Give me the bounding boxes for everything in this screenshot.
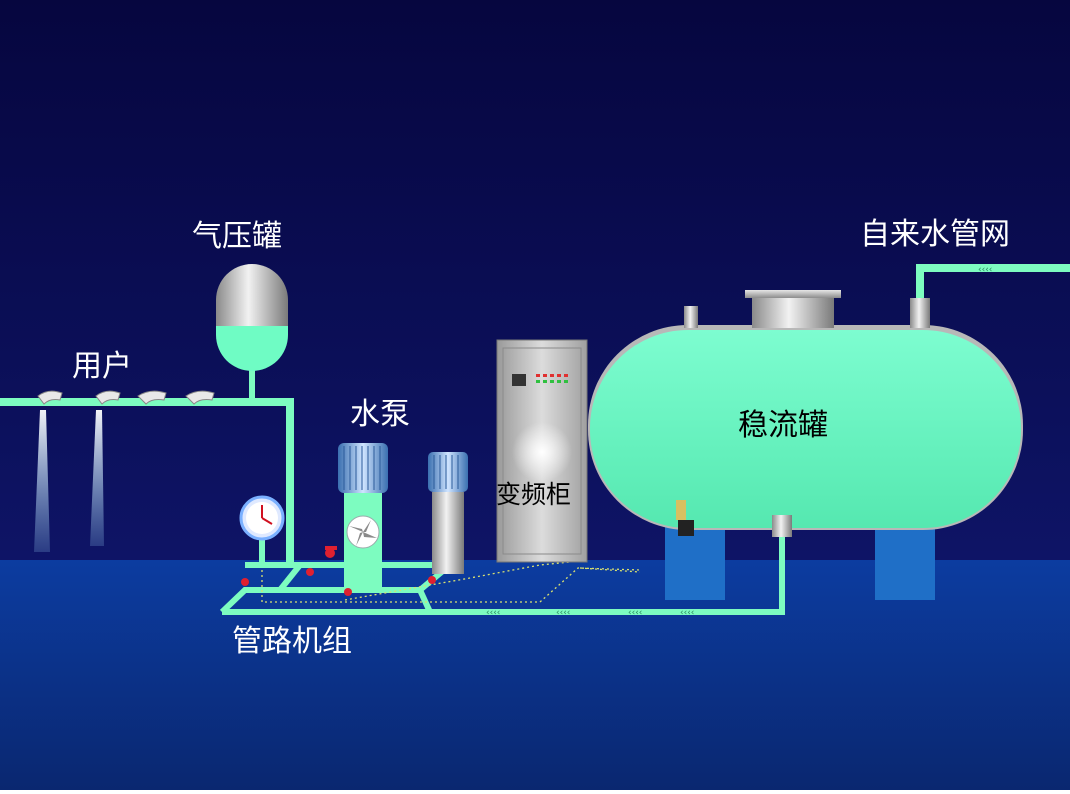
svg-text:‹‹‹‹: ‹‹‹‹	[556, 608, 570, 618]
svg-text:‹‹‹‹: ‹‹‹‹	[978, 265, 992, 275]
water-pump-2	[428, 452, 468, 574]
water-stream-1	[34, 410, 50, 552]
stabilizer-tank	[588, 290, 1023, 537]
faucets	[37, 390, 215, 405]
pressure-tank	[216, 264, 288, 371]
city-water-pipe	[916, 264, 1070, 300]
tank-support-left	[665, 520, 725, 600]
pressure-gauge	[239, 495, 285, 568]
water-stream-2	[90, 410, 104, 546]
tank-support-right	[875, 520, 935, 600]
valves	[241, 546, 436, 596]
flow-arrows: ‹‹‹‹ ‹‹‹‹ ‹‹‹‹ ‹‹‹‹	[486, 608, 694, 618]
control-wiring	[261, 561, 641, 603]
pressure-tank-label: 气压罐	[192, 219, 282, 254]
user-supply-pipe	[0, 398, 294, 562]
city-water-label: 自来水管网	[860, 217, 1010, 252]
pipe-unit-label: 管路机组	[232, 624, 352, 659]
water-pump-1	[338, 443, 388, 588]
vfd-cabinet	[496, 339, 588, 563]
water-pump-label: 水泵	[350, 397, 410, 432]
users-label: 用户	[72, 349, 132, 384]
svg-text:‹‹‹‹: ‹‹‹‹	[628, 608, 642, 618]
svg-text:‹‹‹‹: ‹‹‹‹	[680, 608, 694, 618]
vfd-cabinet-label: 变频柜	[496, 480, 572, 509]
svg-text:‹‹‹‹: ‹‹‹‹	[486, 608, 500, 618]
stabilizer-tank-label: 稳流罐	[738, 408, 828, 443]
